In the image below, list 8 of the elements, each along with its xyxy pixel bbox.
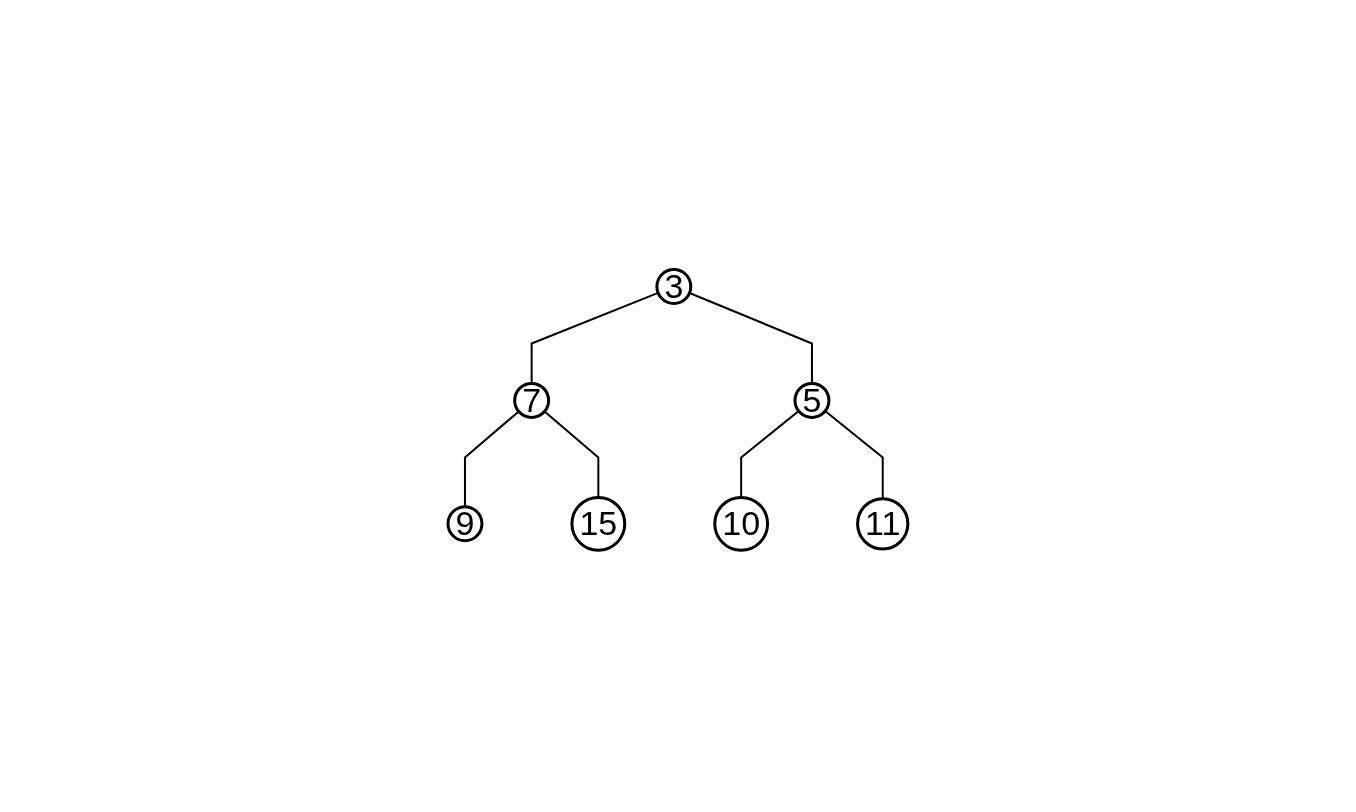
- node-circle: 11: [856, 497, 910, 551]
- node-circle: 10: [713, 496, 770, 553]
- node-circle: 15: [570, 496, 627, 553]
- connector: [688, 292, 813, 385]
- node-circle: 7: [513, 382, 551, 420]
- node-circle: 9: [446, 505, 484, 543]
- node-circle: 3: [655, 268, 693, 306]
- node-circle: 5: [793, 382, 831, 420]
